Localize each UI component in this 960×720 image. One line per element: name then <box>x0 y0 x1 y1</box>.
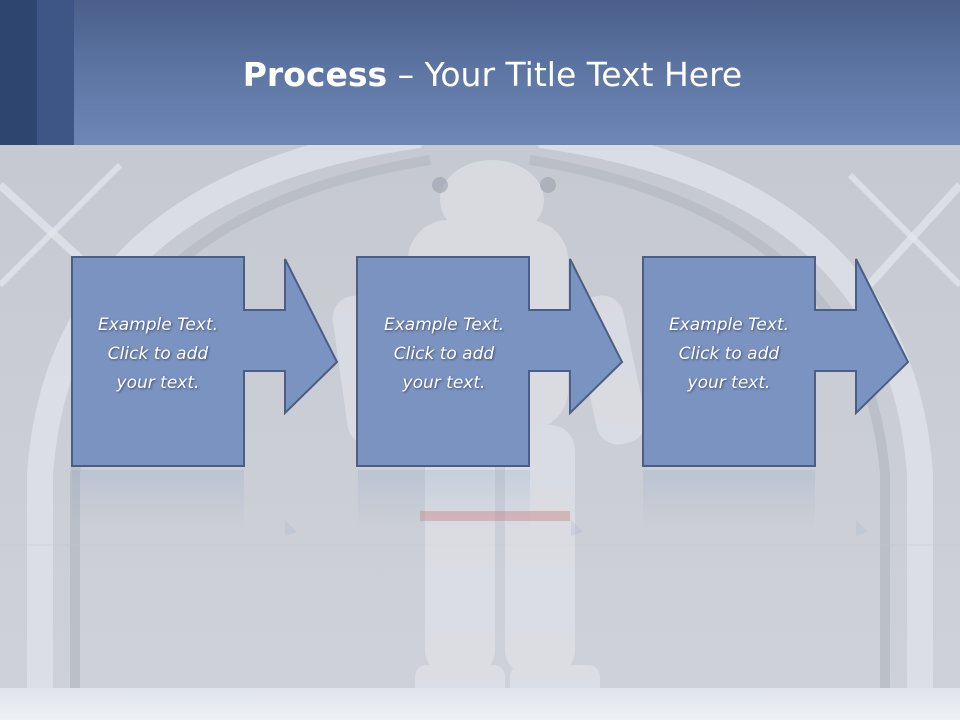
header-accent-dark <box>0 0 37 145</box>
process-step-2-shape[interactable] <box>356 256 624 468</box>
process-reflection <box>72 470 868 536</box>
step-3-line-1: Example Text. <box>668 315 790 335</box>
step-1-line-1: Example Text. <box>97 315 219 335</box>
slide-title[interactable]: Process – Your Title Text Here <box>0 52 960 98</box>
floor <box>0 688 960 720</box>
title-normal-part: Your Title Text Here <box>424 55 743 94</box>
title-banner <box>0 0 960 145</box>
step-3-line-2: Click to add <box>678 344 780 364</box>
step-3-line-3: your text. <box>687 373 771 393</box>
step-1-line-3: your text. <box>116 373 200 393</box>
step-2-line-3: your text. <box>402 373 486 393</box>
process-step-1-text[interactable]: Example Text. Click to add your text. <box>71 311 245 398</box>
process-step-3-text[interactable]: Example Text. Click to add your text. <box>642 311 816 398</box>
title-separator: – <box>387 55 425 94</box>
process-step-3-shape[interactable] <box>642 256 910 468</box>
title-bold-part: Process <box>242 55 388 94</box>
step-2-line-2: Click to add <box>393 344 495 364</box>
process-step-1-shape[interactable] <box>71 256 339 468</box>
process-step-2-text[interactable]: Example Text. Click to add your text. <box>357 311 531 398</box>
step-1-line-2: Click to add <box>107 344 209 364</box>
header-accent-light <box>37 0 74 145</box>
step-2-line-1: Example Text. <box>383 315 505 335</box>
